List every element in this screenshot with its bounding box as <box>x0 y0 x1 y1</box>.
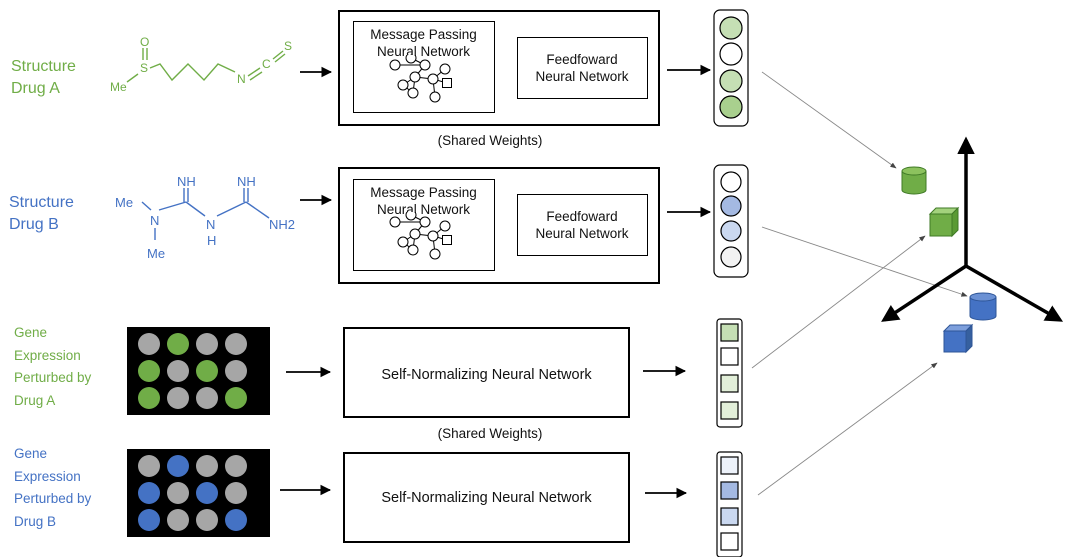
atom-hydrogen: H <box>207 233 216 248</box>
well <box>196 482 218 504</box>
well <box>196 509 218 531</box>
atom-nitrogen-2: N <box>206 217 215 232</box>
graph-node <box>442 78 452 88</box>
well <box>196 455 218 477</box>
atom-nitrogen-1: N <box>150 213 159 228</box>
atom-oxygen: O <box>140 35 149 49</box>
atom-methyl: Me <box>110 80 127 94</box>
graph-node <box>439 220 451 232</box>
well <box>138 482 160 504</box>
atom-nitrogen: N <box>237 72 246 86</box>
well <box>225 482 247 504</box>
well <box>138 509 160 531</box>
well <box>167 455 189 477</box>
projection-gene-b <box>757 362 938 496</box>
snn-box-drug-a: Self-Normalizing Neural Network <box>343 327 630 418</box>
graph-node <box>389 59 401 71</box>
graph-node <box>427 230 439 242</box>
graph-node <box>442 235 452 245</box>
graph-node <box>429 248 441 260</box>
atom-imine-2: NH <box>237 174 256 189</box>
well <box>138 387 160 409</box>
graph-node <box>409 71 421 83</box>
graph-icon-drug-b <box>389 212 452 260</box>
graph-node <box>397 79 409 91</box>
input-arrows <box>280 64 712 499</box>
cylinder-icon-drug-b <box>969 292 997 321</box>
snn-box-drug-b: Self-Normalizing Neural Network <box>343 452 630 543</box>
graph-node <box>439 63 451 75</box>
well-plate-drug-b <box>127 449 270 537</box>
atom-imine-1: NH <box>177 174 196 189</box>
graph-node <box>407 244 419 256</box>
well <box>225 455 247 477</box>
cylinder-icon-drug-a <box>901 166 927 195</box>
well <box>196 360 218 382</box>
molecule-drug-b: NH NH Me N N H NH2 Me <box>115 174 295 261</box>
well <box>225 360 247 382</box>
well-plate-drug-a <box>127 327 270 415</box>
snn-label-drug-a: Self-Normalizing Neural Network <box>381 367 592 383</box>
well <box>196 333 218 355</box>
snn-label-drug-b: Self-Normalizing Neural Network <box>381 490 592 506</box>
well <box>167 360 189 382</box>
well <box>196 387 218 409</box>
cube-icon-gene-a <box>928 206 960 238</box>
graph-node <box>427 73 439 85</box>
well <box>225 387 247 409</box>
atom-sulfur: S <box>140 61 148 75</box>
well <box>138 360 160 382</box>
graph-node <box>405 212 417 221</box>
atom-carbon: C <box>262 57 271 71</box>
atom-sulfur-terminal: S <box>284 39 292 53</box>
projection-lines <box>751 71 968 496</box>
graph-icon-drug-a <box>389 55 452 103</box>
graph-node <box>429 91 441 103</box>
3d-axes-icon <box>881 136 1064 322</box>
projection-drug-b <box>761 226 968 297</box>
embedding-gene-a <box>716 318 743 428</box>
atom-amine: NH2 <box>269 217 295 232</box>
graph-node <box>419 216 431 228</box>
well <box>138 333 160 355</box>
well <box>167 387 189 409</box>
embedding-drug-b <box>713 164 749 278</box>
graph-node <box>407 87 419 99</box>
well <box>138 455 160 477</box>
molecule-drug-a: O S Me N C S <box>110 35 292 94</box>
embedding-gene-b <box>716 451 743 557</box>
graph-node <box>397 236 409 248</box>
well <box>167 482 189 504</box>
graph-node <box>419 59 431 71</box>
projection-gene-a <box>751 235 926 369</box>
cube-icon-gene-b <box>942 323 974 354</box>
graph-node <box>405 55 417 64</box>
shared-weights-snn: (Shared Weights) <box>437 426 543 441</box>
atom-methyl-2: Me <box>147 246 165 261</box>
well <box>167 509 189 531</box>
graph-node <box>389 216 401 228</box>
projection-drug-a <box>761 71 897 169</box>
embedding-drug-a <box>713 9 749 127</box>
well <box>225 509 247 531</box>
well <box>225 333 247 355</box>
shared-weights-mpnn: (Shared Weights) <box>437 133 543 148</box>
graph-node <box>409 228 421 240</box>
atom-methyl-1: Me <box>115 195 133 210</box>
well <box>167 333 189 355</box>
